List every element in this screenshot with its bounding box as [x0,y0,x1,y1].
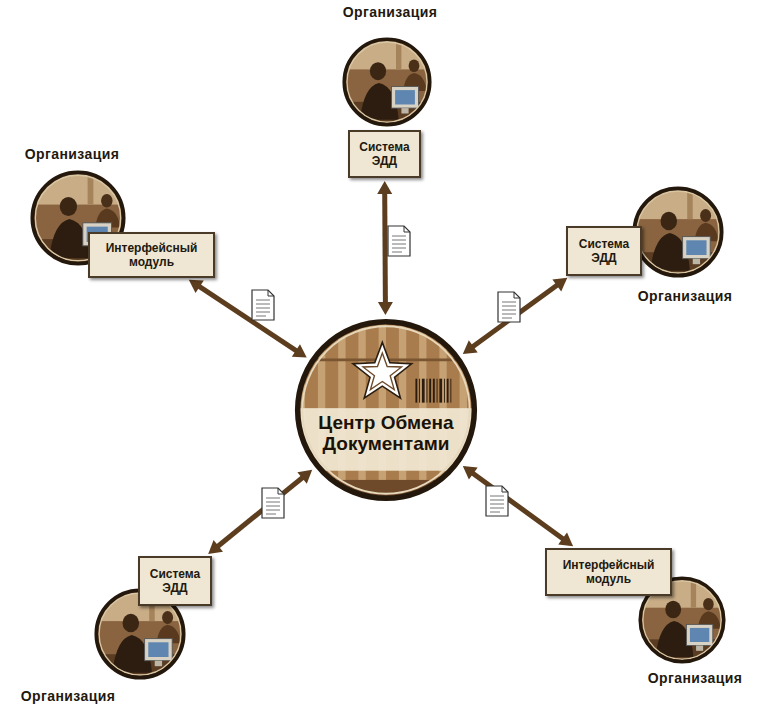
organization-circle: ОрганизацияСистема ЭДД [94,588,186,680]
center-title: Центр Обмена Документами [306,412,466,455]
arrow-head [297,470,312,484]
arrow-head [378,302,393,315]
organization-label: Организация [343,4,437,20]
office-photo [342,37,432,127]
document-icon [262,488,284,518]
organization-circle: ОрганизацияСистема ЭДД [632,186,724,278]
exchange-arrow [463,466,573,546]
arrow-head [189,280,204,293]
module-label: Система ЭДД [146,567,204,596]
exchange-arrow [463,278,568,354]
module-box: Система ЭДД [138,556,212,606]
arrow-head [377,181,392,194]
document-icon [388,226,410,256]
exchange-arrow [208,470,312,554]
organization-circle: ОрганизацияСистема ЭДД [342,37,432,127]
organization-label: Организация [648,670,742,686]
arrow-head [463,340,478,354]
arrow-head [208,540,223,554]
document-icon [252,290,274,320]
arrow-head [463,466,478,480]
arrow-shaft [382,192,388,304]
organization-label: Организация [25,146,119,162]
module-label: Интерфейсный модуль [96,241,207,270]
module-box: Интерфейсный модуль [88,232,215,278]
module-label: Система ЭДД [574,237,634,266]
organization-label: Организация [21,688,115,704]
module-box: Система ЭДД [566,226,642,276]
arrow-shaft [472,284,559,347]
organization-label: Организация [638,288,732,304]
arrow-shaft [217,477,304,548]
document-icon [498,292,520,322]
module-box: Система ЭДД [348,130,421,178]
module-label: Система ЭДД [356,140,413,169]
module-box: Интерфейсный модуль [545,548,672,596]
arrow-shaft [472,472,565,539]
arrow-head [552,278,567,292]
exchange-center-photo [294,318,478,502]
office-photo [632,186,724,278]
document-icon [486,486,508,516]
exchange-center-circle: Центр Обмена Документами [294,318,478,502]
module-label: Интерфейсный модуль [553,558,664,587]
arrow-head [292,344,307,357]
organization-circle: ОрганизацияИнтерфейсный модуль [30,170,126,266]
arrow-shaft [198,286,298,352]
arrow-head [558,533,573,547]
exchange-arrow [189,280,307,358]
organization-circle: ОрганизацияИнтерфейсный модуль [638,576,726,664]
